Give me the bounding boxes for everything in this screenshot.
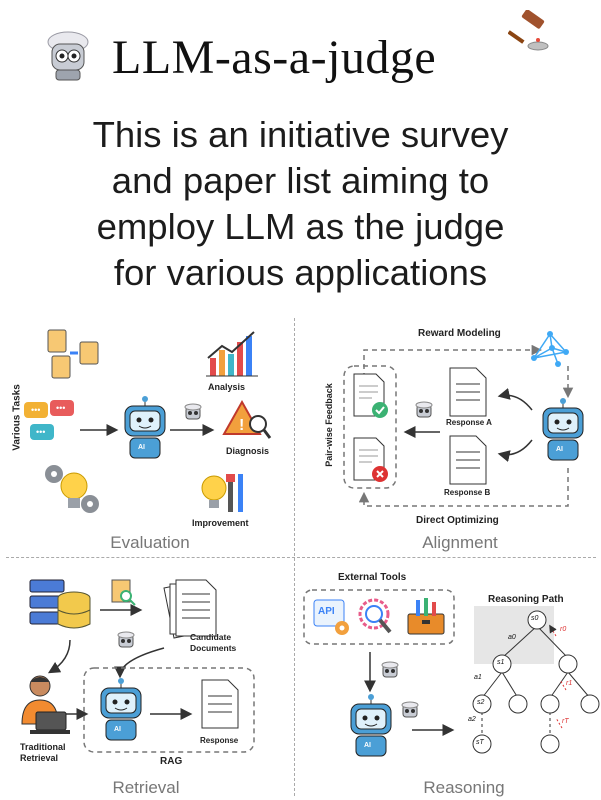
toolbox-icon (404, 596, 448, 638)
mini-judge-icon (183, 402, 203, 422)
mini-judge-icon (380, 660, 400, 680)
robot-ai-label: AI (364, 742, 371, 749)
database-icon (28, 576, 92, 634)
reasoning-path-label: Reasoning Path (488, 594, 564, 605)
diagnosis-label: Diagnosis (226, 446, 270, 456)
reward-label-r1: r1 (566, 680, 573, 687)
subtitle-line: and paper list aiming to (111, 160, 490, 201)
edge-label-a2: a2 (468, 716, 476, 723)
analysis-label: Analysis (208, 382, 246, 392)
robot-icon (346, 694, 396, 758)
document-approved-icon (350, 372, 390, 420)
direct-optimizing-label: Direct Optimizing (416, 515, 499, 526)
api-icon: API (312, 598, 352, 636)
robot-icon (96, 678, 146, 742)
node-label-s0: s0 (531, 615, 539, 622)
mini-judge-icon (414, 400, 434, 420)
svg-text:API: API (318, 606, 335, 617)
candidate-documents-icon (160, 578, 220, 640)
network-icon (528, 328, 572, 368)
documents-icon (44, 326, 104, 386)
robot-judge-icon (40, 28, 96, 84)
subtitle-line: for various applications (113, 252, 488, 293)
robot-ai-label: AI (556, 446, 563, 453)
reward-modeling-label: Reward Modeling (418, 328, 501, 339)
document-rejected-icon (350, 436, 390, 484)
section-alignment: Alignment (422, 533, 498, 552)
robot-icon (120, 396, 170, 460)
mini-judge-icon (400, 700, 420, 720)
subtitle-line: This is an initiative survey (92, 114, 509, 155)
subtitle: This is an initiative survey and paper l… (0, 112, 601, 296)
svg-text:•••: ••• (56, 403, 65, 413)
chat-bubbles-icon: ••• ••• ••• (22, 398, 78, 448)
robot-icon (538, 398, 588, 462)
external-tools-label: External Tools (338, 572, 407, 583)
horizontal-divider (6, 557, 596, 558)
document-search-icon (108, 578, 138, 608)
robot-ai-label: AI (114, 726, 121, 733)
warning-magnifier-icon: ! (222, 398, 272, 442)
response-a-label: Response A (446, 418, 492, 427)
response-b-document-icon (448, 434, 488, 486)
response-a-document-icon (448, 366, 488, 418)
node-label-sT: sT (476, 739, 484, 746)
candidate-documents-label: Candidate Documents (190, 632, 237, 653)
edge-label-a0: a0 (508, 634, 516, 641)
response-label: Response (200, 736, 239, 745)
section-reasoning: Reasoning (423, 778, 505, 797)
improvement-label: Improvement (192, 518, 249, 528)
rag-label: RAG (160, 756, 183, 767)
page-title: LLM-as-a-judge (112, 31, 437, 84)
node-label-s1: s1 (497, 659, 505, 666)
edge-label-a1: a1 (474, 674, 482, 681)
section-evaluation: Evaluation (110, 533, 190, 552)
section-retrieval: Retrieval (112, 778, 180, 797)
tools-bulb-icon (198, 470, 250, 518)
response-b-label: Response B (444, 488, 491, 497)
traditional-retrieval-label: Traditional Retrieval (20, 742, 66, 763)
svg-text:•••: ••• (36, 427, 45, 437)
chart-icon (204, 328, 260, 380)
search-gear-icon (356, 596, 396, 638)
svg-text:•••: ••• (31, 405, 40, 415)
node-label-s2: s2 (477, 699, 485, 706)
gavel-icon (508, 10, 552, 54)
robot-ai-label: AI (138, 444, 145, 451)
reward-label-r0: r0 (560, 626, 567, 633)
response-document-icon (200, 678, 240, 730)
svg-text:!: ! (239, 417, 244, 434)
mini-judge-icon (116, 630, 136, 650)
person-laptop-icon (16, 672, 70, 738)
reward-label-rT: rT (562, 718, 569, 725)
lightbulb-gears-icon (40, 460, 104, 520)
subtitle-line: employ LLM as the judge (96, 206, 505, 247)
